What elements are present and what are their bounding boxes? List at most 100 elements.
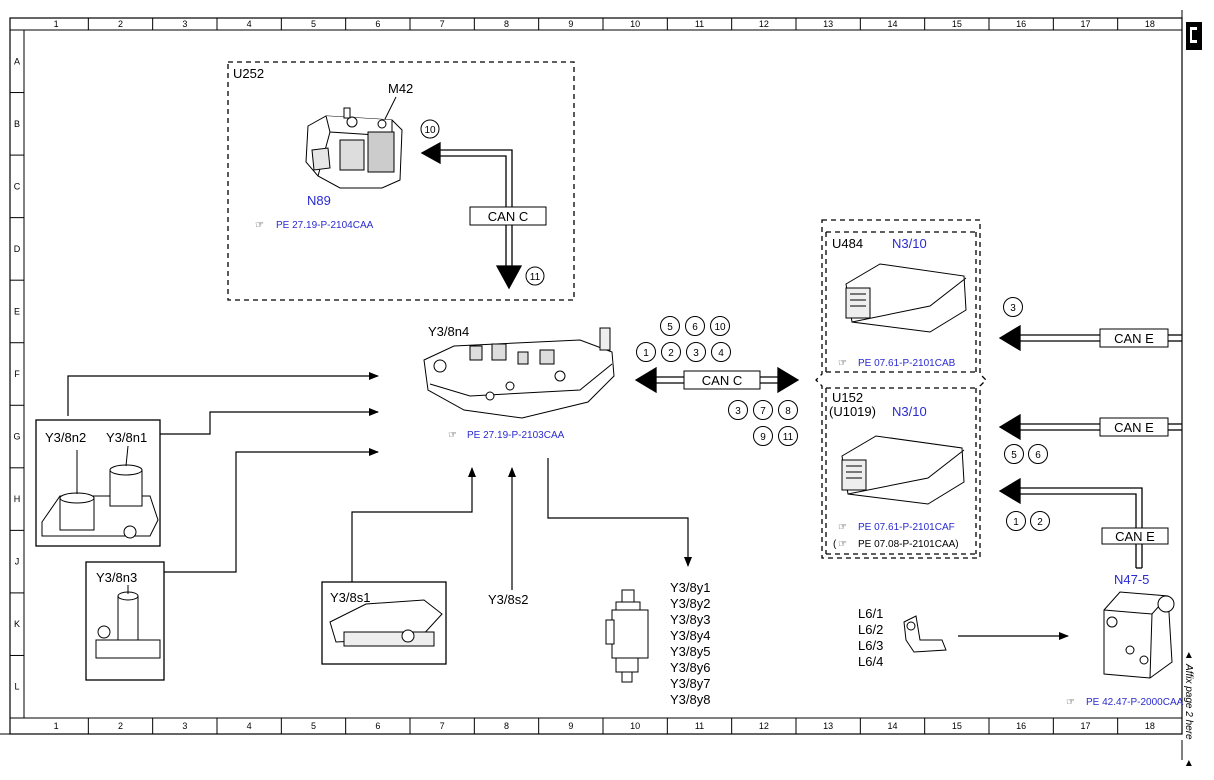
grid-row-label: J (15, 557, 20, 567)
n89-reference: ☞ PE 27.19-P-2104CAA (255, 220, 374, 231)
signal-number-circle (753, 400, 773, 420)
svg-text:PE 07.08-P-2101CAA): PE 07.08-P-2101CAA) (858, 539, 959, 550)
grid-row-label: K (14, 619, 20, 629)
signal-number: 2 (1037, 517, 1043, 528)
grid-column-label: 5 (311, 721, 316, 731)
n89-pump-icon (305, 107, 403, 189)
grid-column-label: 15 (952, 19, 962, 29)
signal-number: 6 (692, 322, 698, 333)
y38s2-label: Y3/8s2 (488, 592, 528, 607)
solenoid-item: Y3/8y4 (670, 628, 710, 643)
reference-hand-icon: ☞ (1066, 697, 1075, 708)
signal-number: 2 (668, 348, 674, 359)
u484-reference: ☞ PE 07.61-P-2101CAB (838, 358, 956, 369)
grid-column-label: 3 (182, 721, 187, 731)
solenoid-valve-icon (605, 589, 649, 683)
signal-number: 6 (1035, 450, 1041, 461)
signal-number: 9 (760, 432, 766, 443)
drawing-frame: 1122334455667788991010111112121313141415… (0, 10, 1183, 760)
grid-row-label: H (14, 494, 21, 504)
y38n4-label: Y3/8n4 (428, 324, 469, 339)
grid-column-label: 2 (118, 721, 123, 731)
signal-number-circle (1003, 297, 1023, 317)
can-e-box-3 (1101, 527, 1169, 545)
signal-number-circle (753, 426, 773, 446)
signal-number: 10 (714, 322, 726, 333)
grid-column-label: 12 (759, 721, 769, 731)
svg-text:PE 07.61-P-2101CAB: PE 07.61-P-2101CAB (858, 358, 956, 369)
signal-number: 1 (1013, 517, 1019, 528)
can-e-label-1: CAN E (1114, 331, 1154, 346)
can-e-label-2: CAN E (1114, 420, 1154, 435)
signal-number-circle (710, 316, 730, 336)
u152-reference-2: ( ☞ PE 07.08-P-2101CAA) (833, 539, 959, 550)
svg-text:(: ( (833, 539, 837, 550)
reference-hand-icon: ☞ (255, 220, 264, 231)
wheel-speed-sensor-icon (903, 615, 947, 653)
u484-label: U484 (832, 236, 863, 251)
u152-n310-label: N3/10 (892, 404, 927, 419)
signal-n89-in: 11 (525, 266, 545, 286)
signal-group: 3 (1003, 297, 1023, 317)
grid-column-label: 6 (375, 721, 380, 731)
selector-wires (351, 458, 692, 590)
n47-esp-unit-icon (1103, 591, 1175, 679)
affix-right-marker: ◄ (1183, 758, 1194, 768)
sensor-item: L6/4 (858, 654, 883, 669)
signal-number: 1 (643, 348, 649, 359)
signal-number-circle (778, 426, 798, 446)
signal-number-circle (685, 316, 705, 336)
grid-row-label: L (14, 682, 19, 692)
y38n4-reference: ☞ PE 27.19-P-2103CAA (448, 430, 565, 441)
grid-column-label: 18 (1145, 19, 1155, 29)
ecu-u152-icon (841, 435, 965, 505)
sensor-item: L6/1 (858, 606, 883, 621)
signal-number: 7 (760, 406, 766, 417)
solenoid-item: Y3/8y8 (670, 692, 710, 707)
y38n3-label: Y3/8n3 (96, 570, 137, 585)
signal-number-circle (686, 342, 706, 362)
grid-column-label: 12 (759, 19, 769, 29)
u152-reference: ☞ PE 07.61-P-2101CAF (838, 522, 955, 533)
svg-text:Affix page 2 here: Affix page 2 here (1183, 663, 1194, 740)
ecu-u484-icon (845, 263, 967, 333)
y38n3-sensor: Y3/8n3 (85, 561, 165, 681)
ecu-group-bracket (815, 219, 987, 559)
sensor-item: L6/3 (858, 638, 883, 653)
grid-column-label: 8 (504, 19, 509, 29)
signal-number: 5 (667, 322, 673, 333)
can-c-top-label: CAN C (488, 209, 528, 224)
grid-column-label: 7 (440, 721, 445, 731)
can-c-top-bus (420, 141, 523, 290)
svg-text:11: 11 (530, 272, 541, 283)
y38n4-valve-body-icon (423, 327, 615, 419)
grid-column-label: 17 (1080, 721, 1090, 731)
grid-column-label: 7 (440, 19, 445, 29)
grid-column-label: 15 (952, 721, 962, 731)
grid-column-label: 6 (375, 19, 380, 29)
sensor-wires (67, 372, 379, 573)
u252-boundary (227, 61, 575, 301)
reference-hand-icon: ☞ (838, 539, 847, 550)
grid-column-label: 11 (695, 19, 704, 29)
grid-row-label: A (14, 56, 20, 66)
grid-row-label: D (14, 244, 21, 254)
grid-column-label: 14 (887, 19, 897, 29)
affix-left-marker: ◄ (1183, 650, 1194, 660)
can-c-main-label: CAN C (702, 373, 742, 388)
signal-number-circle (711, 342, 731, 362)
signal-number-circle (636, 342, 656, 362)
l6-sensor-list: L6/1 L6/2 L6/3 L6/4 (858, 606, 887, 669)
signal-group: 5 6 10 (660, 316, 730, 336)
can-e-buses (998, 324, 1182, 569)
svg-text:PE 27.19-P-2103CAA: PE 27.19-P-2103CAA (467, 430, 565, 441)
grid-column-label: 2 (118, 19, 123, 29)
affix-note: ◄ Affix page 2 here ◄ (1183, 650, 1194, 768)
grid-column-label: 10 (630, 721, 640, 731)
